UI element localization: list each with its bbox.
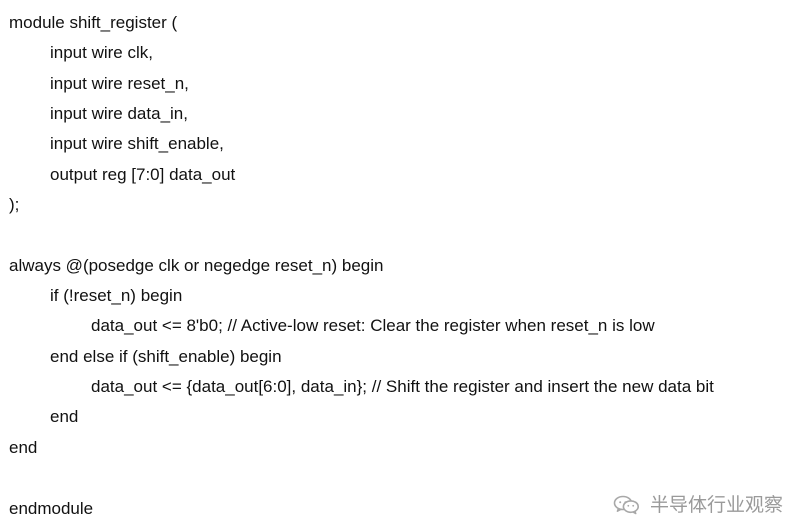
code-line-7: ); [9, 195, 20, 215]
wechat-icon [613, 495, 639, 515]
code-line-8 [9, 220, 799, 250]
watermark-text: 半导体行业观察 [649, 493, 783, 516]
code-line-9: always @(posedge clk or negedge reset_n)… [9, 255, 384, 275]
code-line-15: end [9, 437, 38, 457]
code-line-3: input wire reset_n, [50, 73, 189, 93]
code-block: module shift_register ( input wire clk, … [9, 8, 799, 524]
code-line-6: output reg [7:0] data_out [50, 164, 236, 184]
code-line-1: module shift_register ( [9, 13, 178, 32]
code-line-17: endmodule [9, 498, 94, 518]
code-line-16 [9, 463, 799, 493]
code-line-10: if (!reset_n) begin [50, 286, 183, 306]
code-line-13: data_out <= {data_out[6:0], data_in}; //… [91, 377, 714, 397]
watermark: 半导体行业观察 [613, 494, 783, 516]
code-line-14: end [50, 407, 79, 427]
code-line-5: input wire shift_enable, [50, 134, 224, 154]
code-line-11: data_out <= 8'b0; // Active-low reset: C… [91, 316, 655, 336]
code-line-12: end else if (shift_enable) begin [50, 346, 282, 366]
code-line-4: input wire data_in, [50, 104, 188, 124]
code-line-2: input wire clk, [50, 43, 153, 63]
